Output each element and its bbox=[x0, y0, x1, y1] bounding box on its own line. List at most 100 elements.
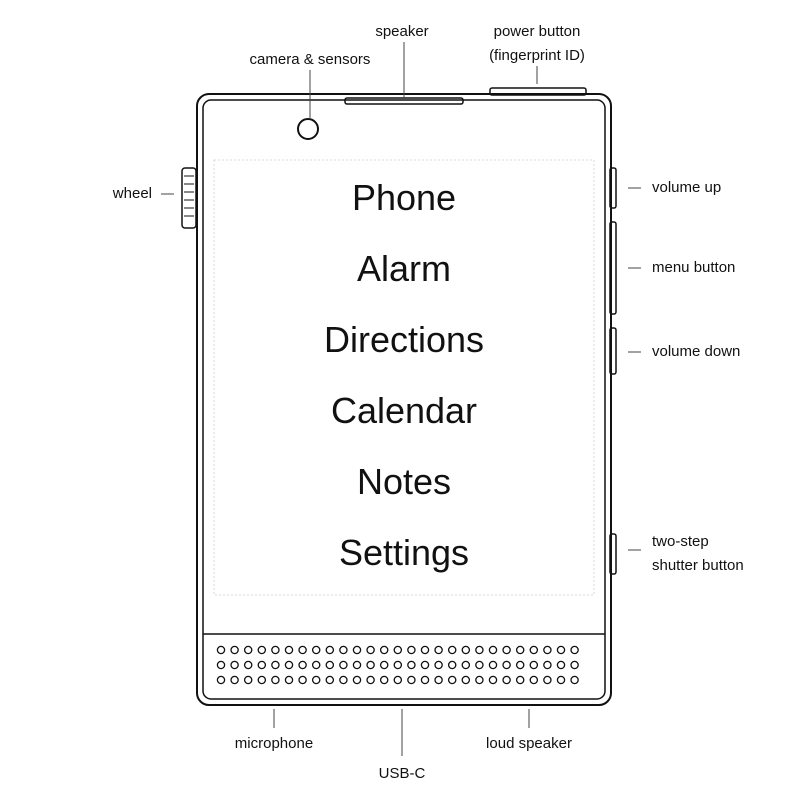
grille-hole bbox=[407, 645, 416, 655]
grille-hole bbox=[352, 675, 362, 685]
grille-hole bbox=[502, 660, 511, 670]
grille-hole bbox=[420, 660, 430, 670]
grille-hole bbox=[243, 675, 253, 685]
grille-hole bbox=[393, 660, 403, 670]
grille-hole bbox=[216, 675, 226, 685]
label-camera-sensors: camera & sensors bbox=[249, 51, 371, 68]
grille-hole bbox=[447, 660, 457, 670]
grille-hole bbox=[216, 645, 226, 655]
grille-hole bbox=[407, 660, 416, 670]
grille-hole bbox=[393, 675, 403, 685]
earpiece-speaker bbox=[344, 97, 464, 105]
grille-hole bbox=[488, 660, 498, 670]
screen-area bbox=[213, 159, 595, 596]
grille-hole bbox=[570, 675, 579, 685]
menu-item-notes: Notes bbox=[356, 461, 452, 502]
grille-hole bbox=[475, 660, 484, 670]
grille-hole bbox=[393, 645, 403, 655]
grille-hole bbox=[461, 660, 471, 670]
grille-hole bbox=[502, 645, 511, 655]
grille-hole bbox=[447, 675, 457, 685]
label-power-button: power button bbox=[493, 23, 581, 40]
grille-hole bbox=[352, 645, 362, 655]
label-microphone: microphone bbox=[234, 735, 314, 752]
grille-hole bbox=[570, 645, 579, 655]
power-button bbox=[489, 87, 587, 96]
grille-hole bbox=[339, 675, 348, 685]
shutter-button bbox=[609, 533, 617, 575]
grille-hole bbox=[502, 675, 511, 685]
menu-item-calendar: Calendar bbox=[330, 390, 478, 431]
label-speaker: speaker bbox=[375, 23, 429, 40]
grille-hole bbox=[325, 675, 335, 685]
grille-hole bbox=[216, 660, 226, 670]
grille-hole bbox=[325, 660, 335, 670]
grille-hole bbox=[434, 645, 443, 655]
wheel-icon bbox=[181, 167, 197, 229]
grille-hole bbox=[284, 675, 294, 685]
label-shutter-button: shutter button bbox=[652, 557, 744, 574]
grille-hole bbox=[379, 645, 389, 655]
menu-item-alarm: Alarm bbox=[356, 248, 451, 289]
label-volume-down: volume down bbox=[652, 343, 741, 360]
grille-hole bbox=[257, 660, 267, 670]
grille-hole bbox=[529, 675, 539, 685]
grille-hole bbox=[243, 645, 253, 655]
label-usb-c: USB-C bbox=[378, 765, 426, 782]
label-wheel: wheel bbox=[112, 185, 152, 202]
grille-hole bbox=[556, 660, 566, 670]
label-fingerprint-id: (fingerprint ID) bbox=[489, 47, 585, 64]
grille-hole bbox=[271, 645, 280, 655]
grille-hole bbox=[447, 645, 457, 655]
grille-hole bbox=[420, 675, 430, 685]
volume-down-button bbox=[609, 327, 617, 375]
grille-hole bbox=[339, 660, 348, 670]
grille-hole bbox=[379, 675, 389, 685]
grille-hole bbox=[298, 675, 307, 685]
label-menu-button: menu button bbox=[652, 259, 736, 276]
grille-hole bbox=[529, 645, 539, 655]
grille-hole bbox=[556, 645, 566, 655]
grille-hole bbox=[311, 675, 321, 685]
grille-hole bbox=[352, 660, 362, 670]
grille-hole bbox=[230, 645, 239, 655]
grille-hole bbox=[366, 675, 375, 685]
grille-hole bbox=[366, 645, 375, 655]
grille-hole bbox=[488, 645, 498, 655]
speaker-grille-icon bbox=[216, 645, 579, 685]
grille-hole bbox=[488, 675, 498, 685]
grille-hole bbox=[284, 660, 294, 670]
camera-icon bbox=[297, 118, 319, 140]
grille-hole bbox=[243, 660, 253, 670]
grille-hole bbox=[570, 660, 579, 670]
grille-hole bbox=[257, 675, 267, 685]
grille-hole bbox=[230, 675, 239, 685]
grille-hole bbox=[556, 675, 566, 685]
label-loud-speaker: loud speaker bbox=[486, 735, 572, 752]
phone-body-inner bbox=[202, 99, 606, 700]
volume-up-button bbox=[609, 167, 617, 209]
grille-hole bbox=[461, 645, 471, 655]
grille-hole bbox=[434, 660, 443, 670]
grille-hole bbox=[475, 675, 484, 685]
grille-hole bbox=[543, 660, 552, 670]
grille-hole bbox=[298, 645, 307, 655]
grille-hole bbox=[311, 660, 321, 670]
grille-hole bbox=[515, 660, 525, 670]
menu-button bbox=[609, 221, 617, 315]
grille-hole bbox=[325, 645, 335, 655]
grille-hole bbox=[407, 675, 416, 685]
grille-hole bbox=[434, 675, 443, 685]
grille-hole bbox=[298, 660, 307, 670]
menu-item-settings: Settings bbox=[338, 532, 470, 573]
grille-hole bbox=[529, 660, 539, 670]
grille-hole bbox=[379, 660, 389, 670]
grille-hole bbox=[271, 660, 280, 670]
label-volume-up: volume up bbox=[652, 179, 722, 196]
grille-hole bbox=[475, 645, 484, 655]
grille-hole bbox=[543, 645, 552, 655]
leader-lines bbox=[161, 42, 641, 756]
menu-item-directions: Directions bbox=[323, 319, 485, 360]
grille-hole bbox=[339, 645, 348, 655]
